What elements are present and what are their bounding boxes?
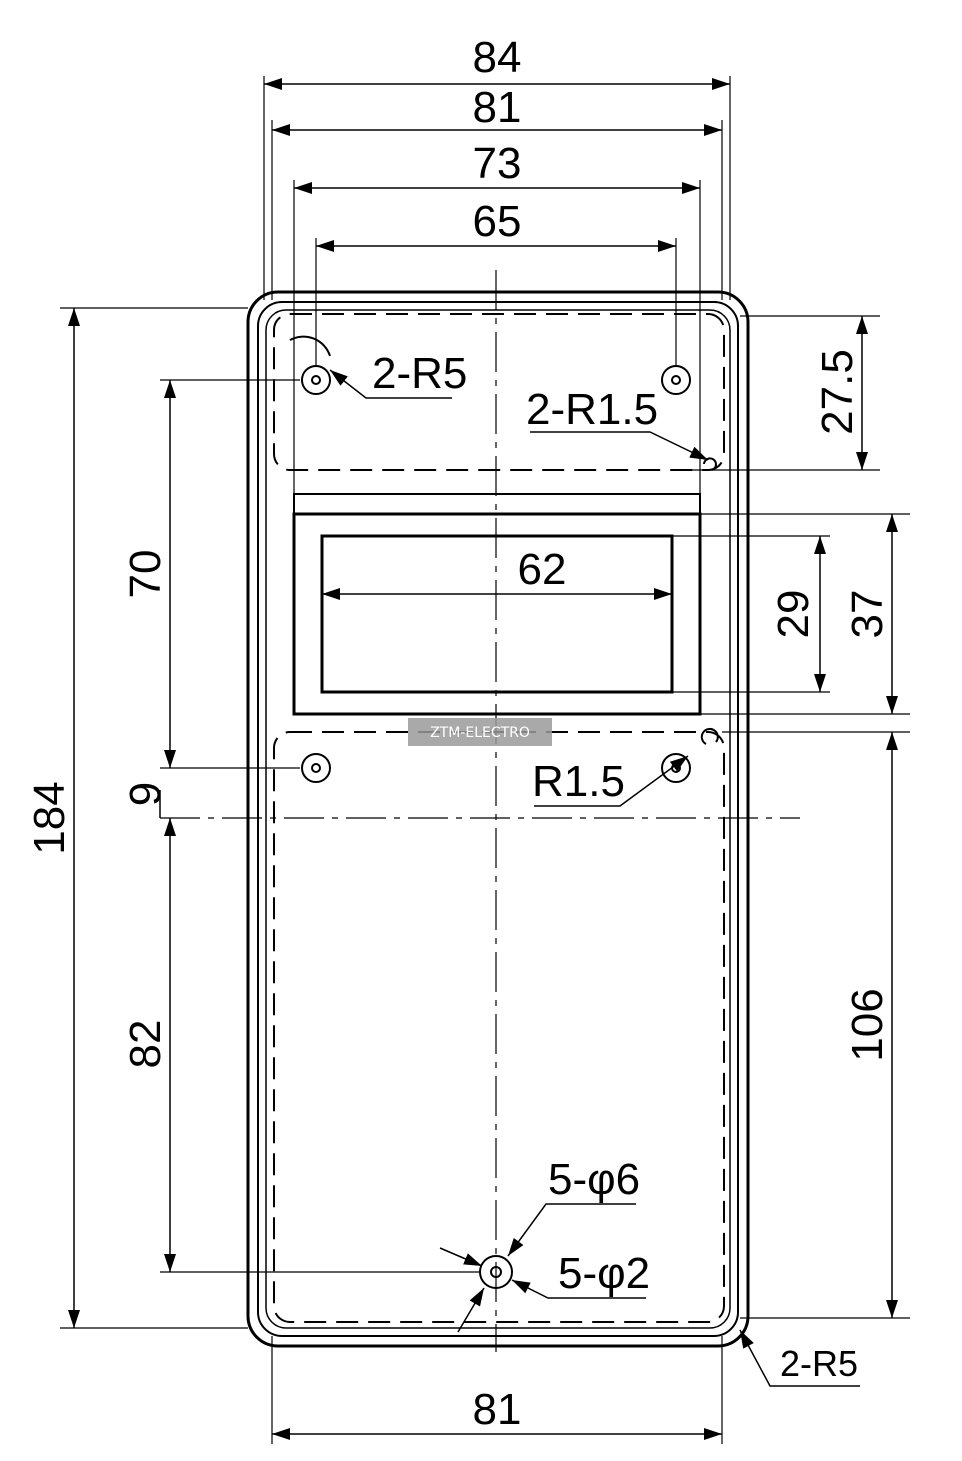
dim-display-height: 29 bbox=[769, 590, 818, 639]
extension-lines bbox=[60, 76, 910, 1444]
mounting-holes bbox=[289, 335, 719, 1289]
dim-hole-spacing: 65 bbox=[473, 197, 522, 246]
dim-display-width: 62 bbox=[518, 545, 567, 594]
dim-vertical-70: 70 bbox=[121, 550, 170, 599]
dim-inner-width: 81 bbox=[473, 83, 522, 132]
dim-top-offset: 27.5 bbox=[813, 349, 862, 435]
callout-hole-outer: 5-φ6 bbox=[548, 1155, 640, 1204]
callout-top-radius: 2-R5 bbox=[372, 349, 467, 398]
enclosure-outline bbox=[246, 290, 750, 1348]
dim-bottom-width: 81 bbox=[473, 1385, 522, 1434]
dim-vertical-9: 9 bbox=[121, 782, 170, 806]
dimension-lines bbox=[68, 78, 898, 1440]
callout-corner-radius-mid: R1.5 bbox=[532, 757, 625, 806]
center-lines bbox=[160, 270, 800, 1352]
display-window bbox=[292, 493, 702, 716]
callout-bottom-radius: 2-R5 bbox=[780, 1343, 858, 1384]
dimension-labels: 84 81 73 65 62 81 184 70 9 82 27.5 29 37… bbox=[25, 33, 892, 1434]
dim-window-height: 37 bbox=[843, 590, 892, 639]
dim-overall-height: 184 bbox=[25, 781, 74, 854]
dim-overall-width: 84 bbox=[473, 33, 522, 82]
dim-window-frame-width: 73 bbox=[473, 139, 522, 188]
dim-lower-height: 106 bbox=[843, 988, 892, 1061]
callout-hole-inner: 5-φ2 bbox=[558, 1249, 650, 1298]
dim-vertical-82: 82 bbox=[121, 1020, 170, 1069]
watermark-text: ZTM-ELECTRO bbox=[430, 725, 530, 741]
callout-corner-radius-top: 2-R1.5 bbox=[526, 385, 658, 434]
watermark-badge: ZTM-ELECTRO bbox=[408, 718, 552, 746]
leader-lines bbox=[329, 369, 860, 1387]
